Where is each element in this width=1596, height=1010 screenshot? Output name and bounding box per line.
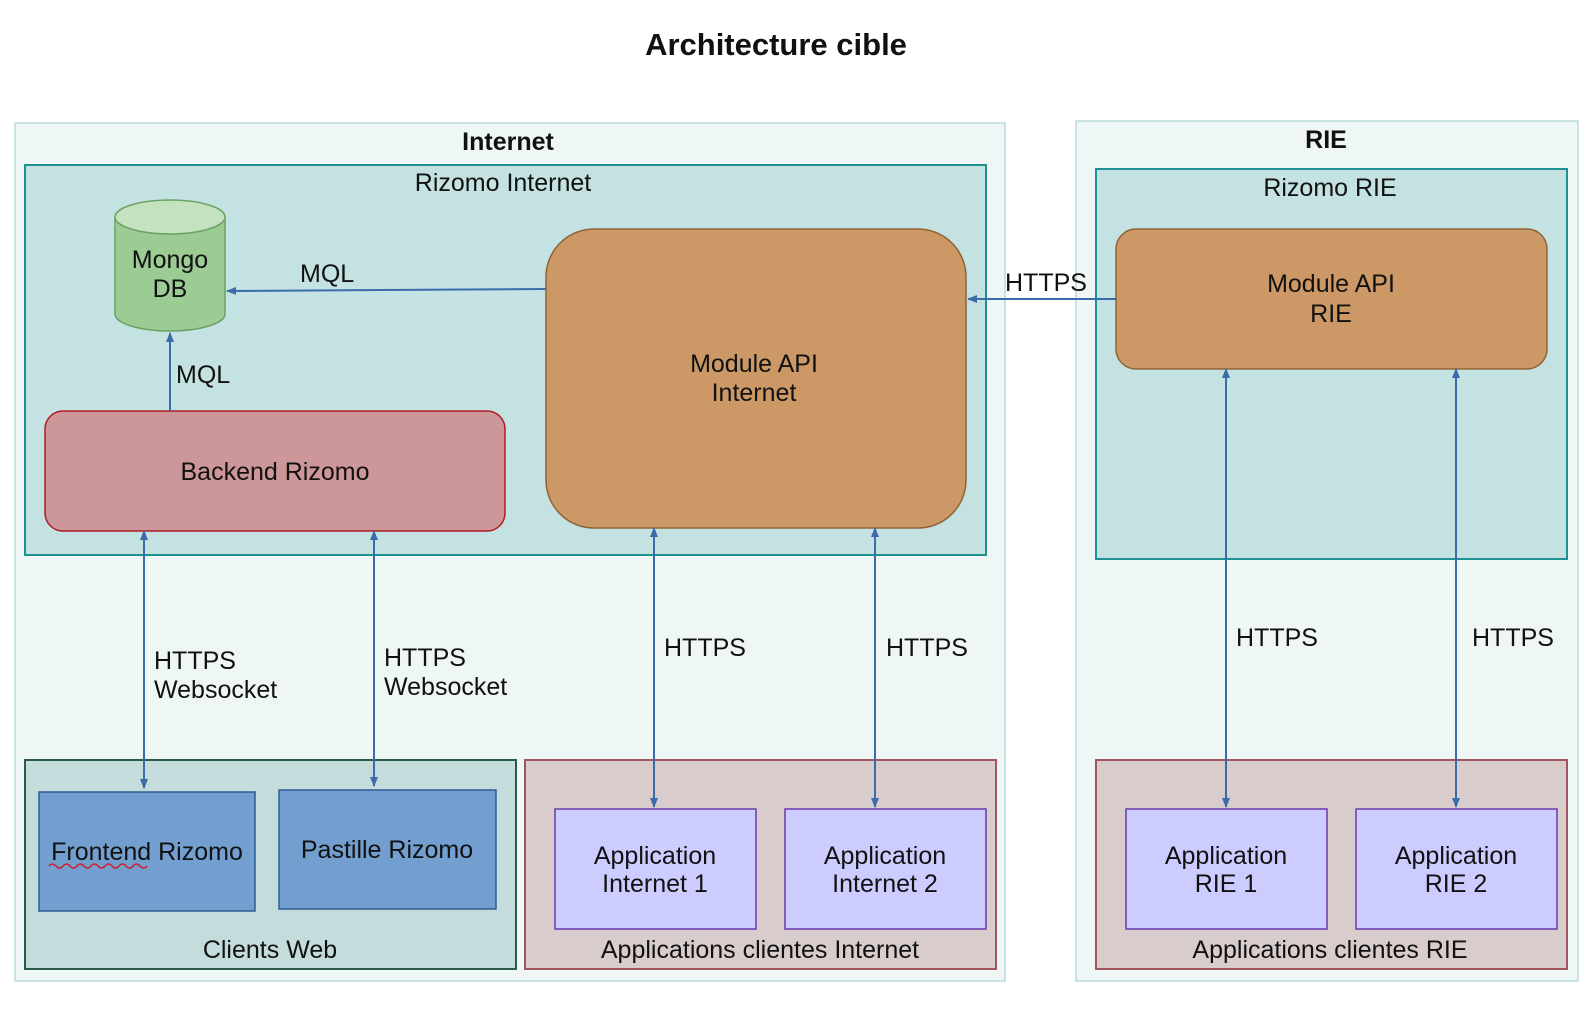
- backend-pastille-label-line2: Websocket: [384, 673, 507, 701]
- backend-rizomo-node: Backend Rizomo: [44, 410, 506, 532]
- app-rie-1-line2: RIE 1: [1195, 870, 1258, 898]
- app-internet-2-line1: Application: [824, 842, 946, 870]
- mql-label-api: MQL: [300, 260, 354, 288]
- rizomo-internet-label: Rizomo Internet: [415, 169, 592, 197]
- frontend-rizomo-node: Frontend Rizomo: [38, 791, 256, 912]
- backend-pastille-label-line1: HTTPS: [384, 644, 466, 672]
- backend-frontend-label-line2: Websocket: [154, 676, 277, 704]
- frontend-rizomo-label: Frontend Rizomo: [51, 838, 243, 866]
- module-api-internet-line2: Internet: [712, 379, 797, 407]
- mongodb-database-icon: Mongo DB: [114, 199, 226, 332]
- rie-app1-label: HTTPS: [1236, 624, 1318, 652]
- module-api-rie-line2: RIE: [1310, 300, 1352, 328]
- connector-backend-pastille: HTTPS Websocket: [370, 530, 507, 787]
- https-label-rie-internet: HTTPS: [1005, 269, 1087, 297]
- rie-zone-label: RIE: [1305, 126, 1347, 154]
- app-rie-1-node: Application RIE 1: [1125, 808, 1328, 930]
- rie-app2-label: HTTPS: [1472, 624, 1554, 652]
- module-api-rie-line1: Module API: [1267, 270, 1395, 298]
- rizomo-rie-label: Rizomo RIE: [1263, 174, 1396, 202]
- module-api-internet-line1: Module API: [690, 350, 818, 378]
- mql-label-backend: MQL: [176, 361, 230, 389]
- api-app1-label: HTTPS: [664, 634, 746, 662]
- mongodb-label-line1: Mongo: [132, 246, 208, 274]
- app-internet-1-line2: Internet 1: [602, 870, 708, 898]
- mongodb-label-line2: DB: [153, 275, 188, 303]
- pastille-rizomo-node: Pastille Rizomo: [278, 789, 497, 910]
- diagram-title: Architecture cible: [645, 27, 907, 62]
- connector-backend-frontend: HTTPS Websocket: [140, 530, 277, 789]
- app-rie-2-node: Application RIE 2: [1355, 808, 1558, 930]
- app-internet-1-node: Application Internet 1: [554, 808, 757, 930]
- app-internet-1-line1: Application: [594, 842, 716, 870]
- spellcheck-underline: [48, 863, 148, 869]
- app-rie-2-line1: Application: [1395, 842, 1517, 870]
- connector-api-to-mongo: MQL: [226, 260, 547, 295]
- connector-api-app-internet-2: HTTPS: [871, 527, 968, 808]
- apps-rie-label: Applications clientes RIE: [1192, 936, 1467, 964]
- app-internet-2-node: Application Internet 2: [784, 808, 987, 930]
- module-api-rie-node: Module API RIE: [1115, 228, 1548, 370]
- app-internet-2-line2: Internet 2: [832, 870, 938, 898]
- connector-backend-to-mongo: MQL: [166, 332, 230, 411]
- pastille-rizomo-label: Pastille Rizomo: [301, 836, 473, 864]
- connector-rie-app-1: HTTPS: [1222, 368, 1318, 808]
- apps-internet-label: Applications clientes Internet: [601, 936, 919, 964]
- connector-rie-to-internet: HTTPS: [967, 269, 1116, 303]
- clients-web-label: Clients Web: [203, 936, 337, 964]
- connector-rie-app-2: HTTPS: [1452, 368, 1554, 808]
- connector-api-app-internet-1: HTTPS: [650, 527, 746, 808]
- backend-rizomo-label: Backend Rizomo: [181, 458, 370, 486]
- backend-frontend-label-line1: HTTPS: [154, 647, 236, 675]
- api-app2-label: HTTPS: [886, 634, 968, 662]
- module-api-internet-node: Module API Internet: [545, 228, 967, 529]
- internet-zone-label: Internet: [462, 128, 554, 156]
- app-rie-2-line2: RIE 2: [1425, 870, 1488, 898]
- app-rie-1-line1: Application: [1165, 842, 1287, 870]
